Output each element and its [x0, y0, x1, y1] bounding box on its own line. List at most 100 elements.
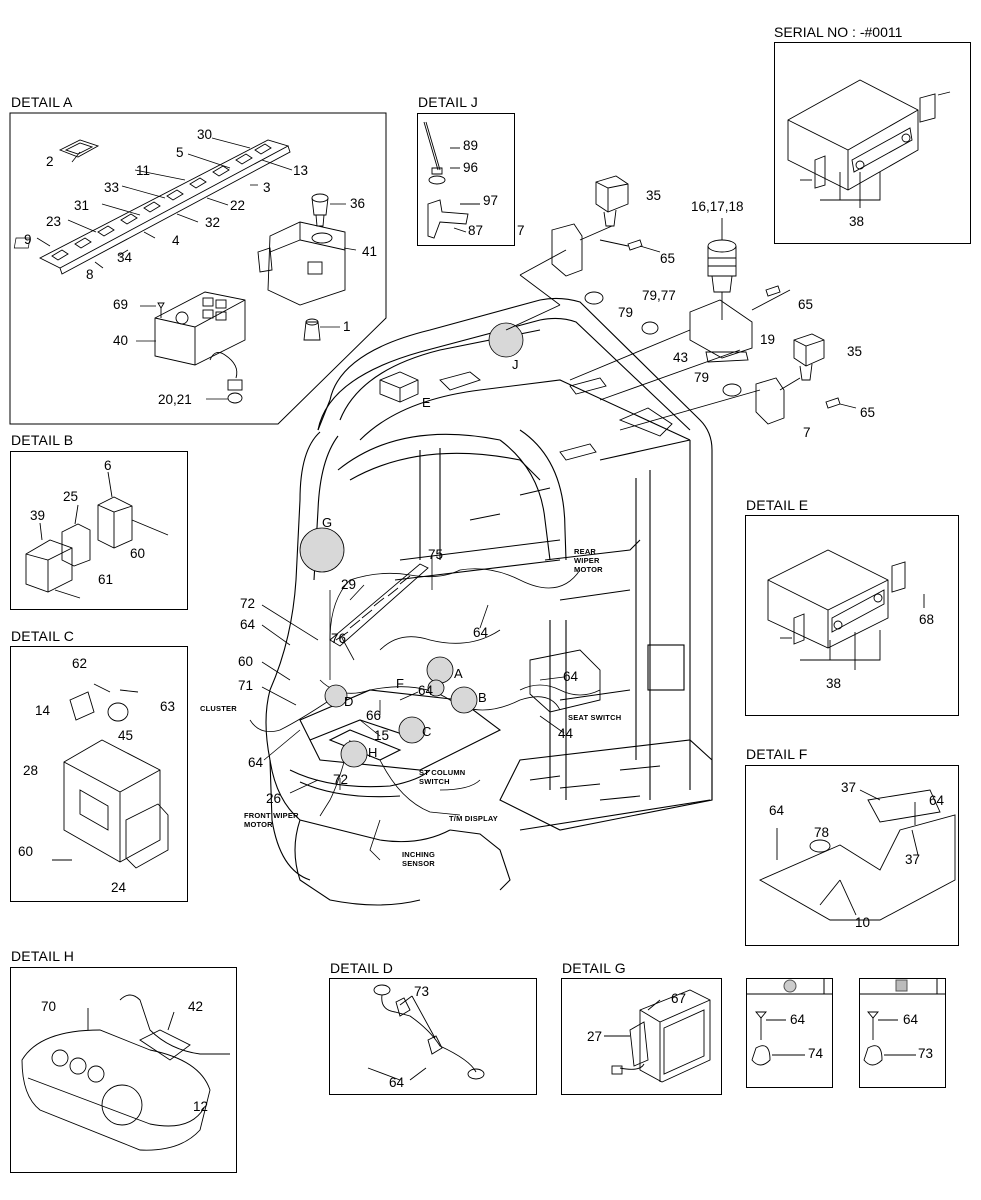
part-number: 64 — [248, 755, 264, 770]
part-number: 76 — [331, 631, 347, 646]
part-number: 74 — [808, 1046, 824, 1061]
part-number: 32 — [205, 215, 221, 230]
part-number: 64 — [240, 617, 256, 632]
callout-c: C — [422, 724, 432, 739]
part-number: 89 — [463, 138, 479, 153]
part-number: 73 — [414, 984, 430, 999]
cabin-frame — [265, 297, 713, 906]
part-number: 7 — [803, 425, 811, 440]
label-rear-wiper-motor: REAR WIPER MOTOR — [574, 547, 603, 574]
detail-c-box — [10, 646, 188, 902]
part-number: 60 — [18, 844, 34, 859]
legend-circle-symbol — [783, 979, 797, 993]
callout-b: B — [478, 690, 487, 705]
part-number: 35 — [847, 344, 863, 359]
part-number: 87 — [468, 223, 484, 238]
part-number: 15 — [374, 728, 390, 743]
part-number: 61 — [98, 572, 114, 587]
callout-j: J — [512, 357, 519, 372]
label-inching-sensor: INCHING SENSOR — [402, 850, 436, 868]
part-number: 72 — [333, 772, 349, 787]
part-number: 68 — [919, 612, 935, 627]
part-number: 13 — [293, 163, 309, 178]
part-number: 64 — [790, 1012, 806, 1027]
part-number: 26 — [266, 791, 282, 806]
detail-a-title: DETAIL A — [11, 94, 73, 110]
part-number: 40 — [113, 333, 129, 348]
part-number: 23 — [46, 214, 62, 229]
part-number: 20,21 — [158, 392, 192, 407]
part-number: 97 — [483, 193, 499, 208]
detail-d-title: DETAIL D — [330, 960, 394, 976]
part-number: 64 — [418, 683, 434, 698]
detail-b-box — [10, 451, 188, 610]
part-number: 2 — [46, 154, 54, 169]
part-number: 16,17,18 — [691, 199, 744, 214]
part-number: 73 — [918, 1046, 934, 1061]
legend-square-symbol — [895, 979, 908, 992]
part-number: 30 — [197, 127, 213, 142]
part-number: 10 — [855, 915, 871, 930]
label-front-wiper-motor: FRONT WIPER MOTOR — [244, 811, 299, 829]
label-cluster: CLUSTER — [200, 704, 237, 713]
part-number: 37 — [841, 780, 857, 795]
part-number: 9 — [24, 232, 32, 247]
legend-circle-box — [746, 978, 833, 1088]
part-number: 79,77 — [642, 288, 676, 303]
part-number: 38 — [849, 214, 865, 229]
part-number: 42 — [188, 999, 204, 1014]
part-number: 24 — [111, 880, 127, 895]
part-number: 78 — [814, 825, 830, 840]
part-number: 7 — [517, 223, 525, 238]
part-number: 3 — [263, 180, 271, 195]
detail-g-box — [561, 978, 722, 1095]
detail-h-title: DETAIL H — [11, 948, 75, 964]
part-number: 69 — [113, 297, 129, 312]
part-number: 65 — [860, 405, 876, 420]
detail-f-title: DETAIL F — [746, 746, 808, 762]
part-number: 72 — [240, 596, 256, 611]
part-number: 28 — [23, 763, 39, 778]
part-number: 11 — [136, 163, 151, 178]
label-seat-switch: SEAT SWITCH — [568, 713, 622, 722]
part-number: 36 — [350, 196, 366, 211]
part-number: 29 — [341, 577, 357, 592]
part-number: 96 — [463, 160, 479, 175]
part-number: 66 — [366, 708, 382, 723]
part-number: 71 — [238, 678, 254, 693]
part-number: 70 — [41, 999, 57, 1014]
part-number: 34 — [117, 250, 133, 265]
part-number: 1 — [343, 319, 351, 334]
detail-g-title: DETAIL G — [562, 960, 626, 976]
part-number: 27 — [587, 1029, 603, 1044]
detail-e-box — [745, 515, 959, 716]
part-number: 12 — [193, 1099, 209, 1114]
part-number: 64 — [563, 669, 579, 684]
part-number: 5 — [176, 145, 184, 160]
part-number: 65 — [660, 251, 676, 266]
part-number: 22 — [230, 198, 246, 213]
part-number: 79 — [618, 305, 634, 320]
part-number: 4 — [172, 233, 180, 248]
part-number: 63 — [160, 699, 176, 714]
part-number: 64 — [769, 803, 785, 818]
part-number: 25 — [63, 489, 79, 504]
callout-a: A — [454, 666, 463, 681]
callout-g: G — [322, 515, 333, 530]
part-number: 44 — [558, 726, 574, 741]
detail-b-title: DETAIL B — [11, 432, 74, 448]
part-number: 64 — [389, 1075, 405, 1090]
part-number: 14 — [35, 703, 51, 718]
callout-d: D — [344, 694, 354, 709]
part-number: 35 — [646, 188, 662, 203]
part-number: 65 — [798, 297, 814, 312]
detail-e-title: DETAIL E — [746, 497, 809, 513]
detail-c-title: DETAIL C — [11, 628, 75, 644]
part-number: 75 — [428, 547, 444, 562]
callout-h: H — [368, 745, 378, 760]
detail-a-box — [9, 112, 387, 425]
part-number: 43 — [673, 350, 689, 365]
part-number: 60 — [238, 654, 254, 669]
part-number: 8 — [86, 267, 94, 282]
